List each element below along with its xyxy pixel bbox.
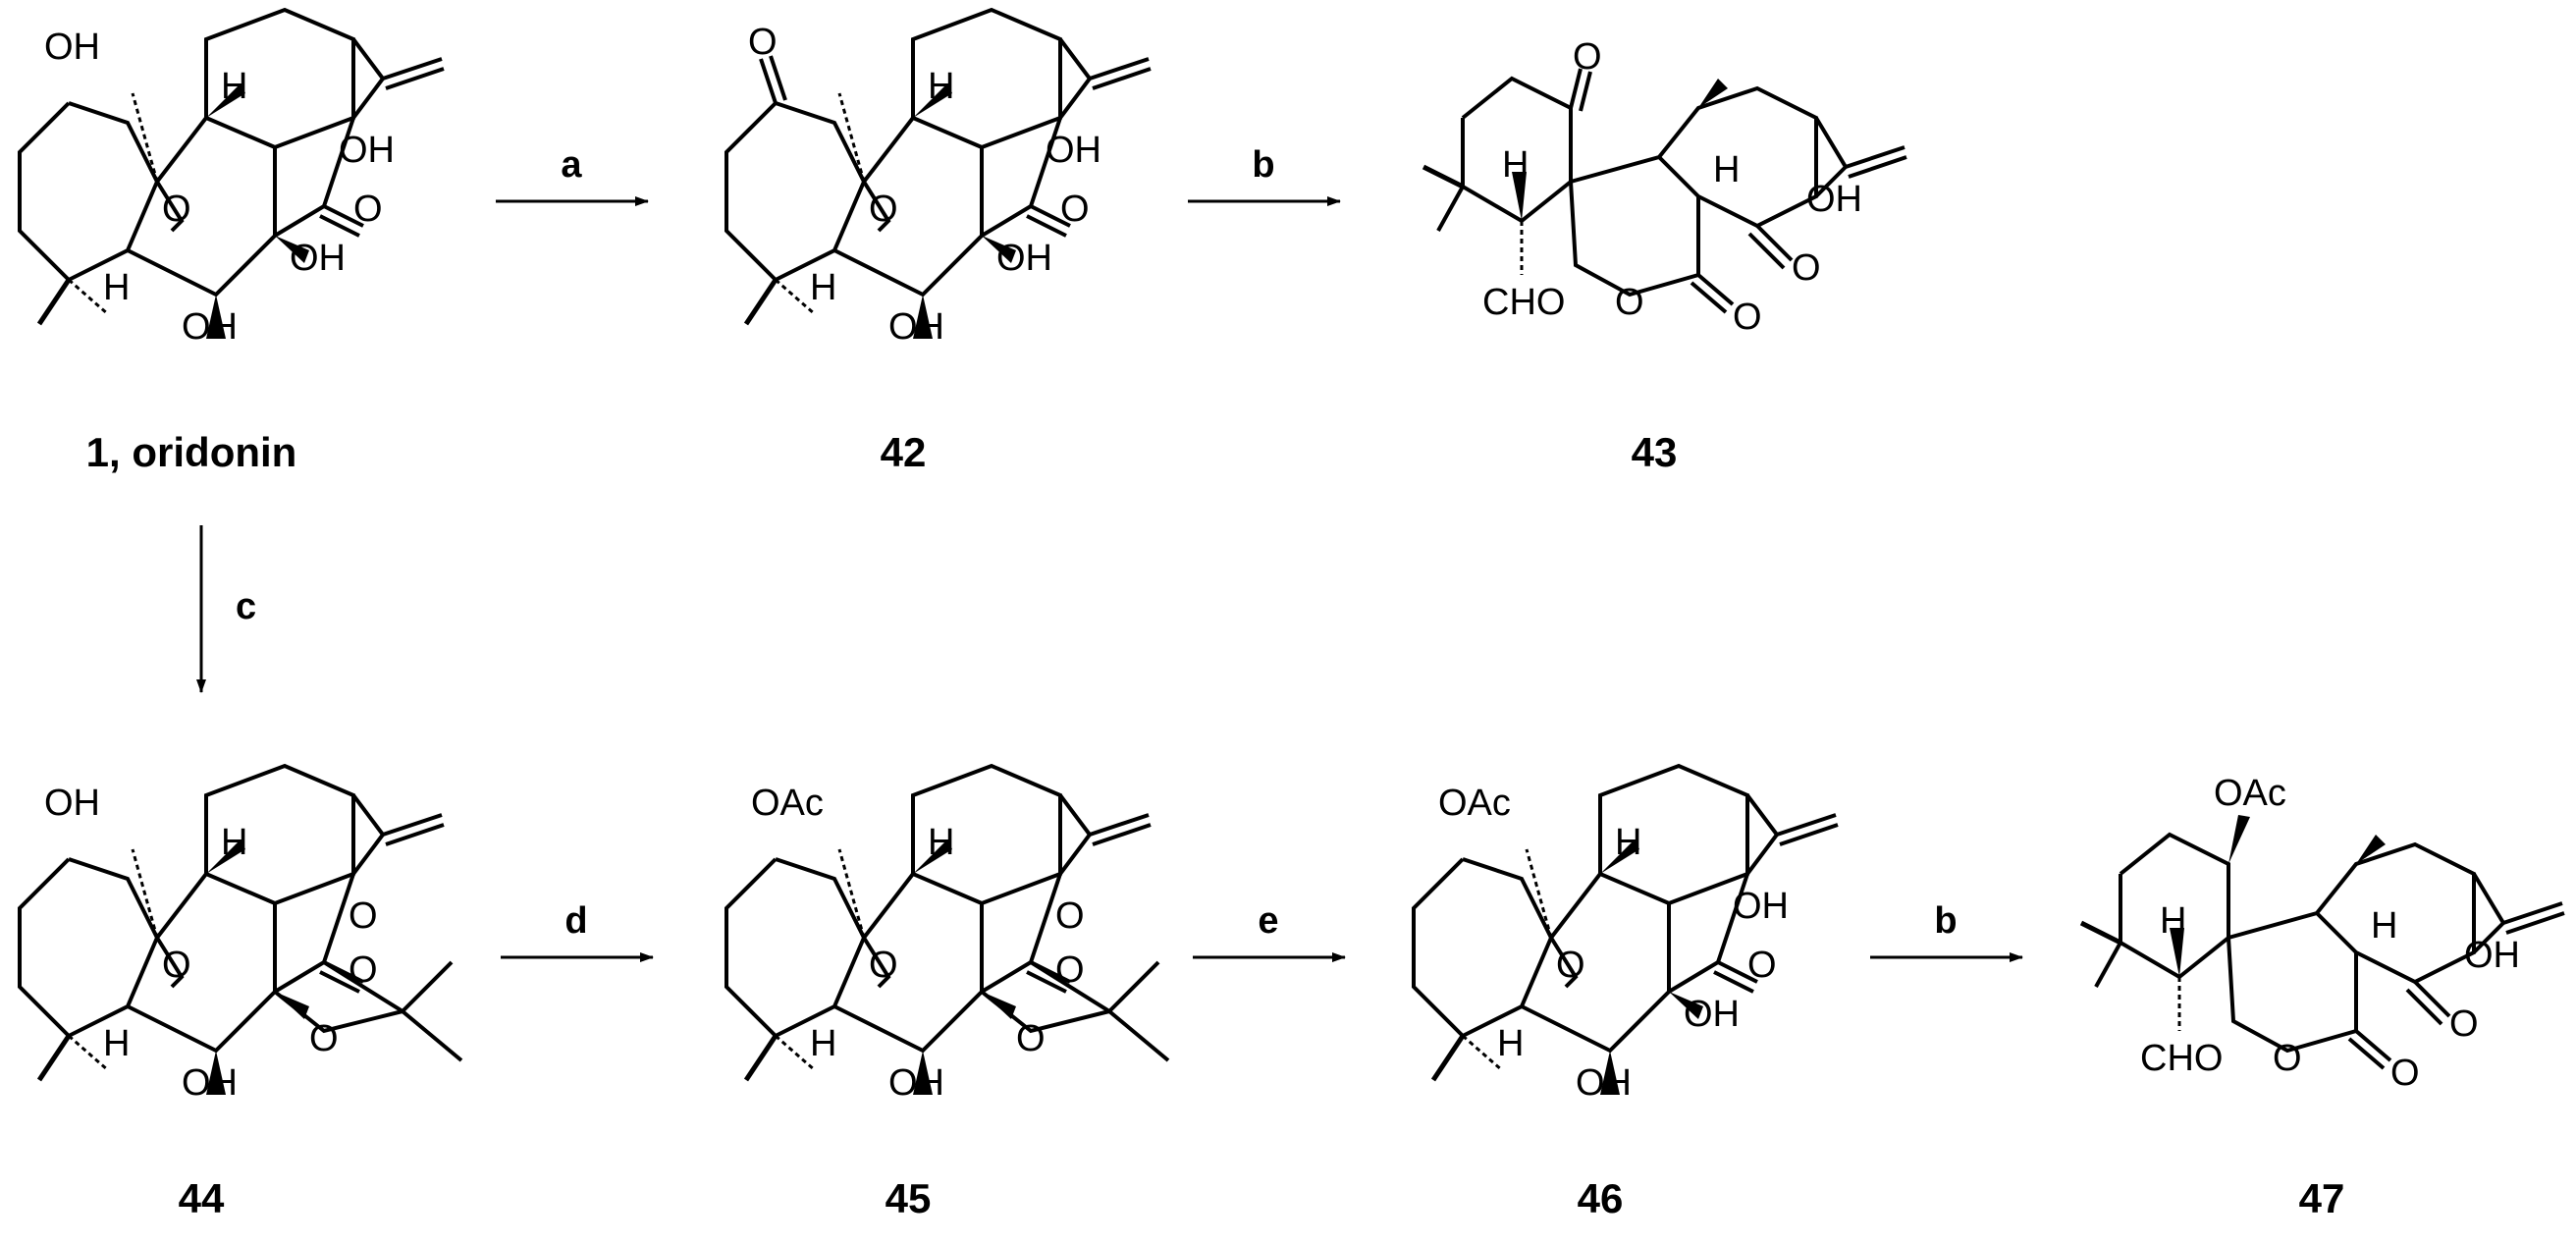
atom-oh: OH (2464, 935, 2520, 976)
atom-h: H (1615, 822, 1641, 863)
structure-43: O H H OH O CHO O O (1423, 36, 1906, 338)
structure-45: OAc H O O O O OH H (726, 766, 1170, 1104)
atom-o: O (353, 189, 383, 230)
atom-o: O (1016, 1018, 1046, 1059)
structure-46: OAc H OH O O OH OH H (1414, 766, 1838, 1104)
atom-o: O (1055, 949, 1085, 991)
atom-h: H (103, 267, 130, 308)
atom-oac: OAc (751, 783, 824, 824)
atom-o: O (162, 189, 191, 230)
atom-o: O (2449, 1003, 2479, 1045)
structure-47: OAc H H OH O CHO O O (2081, 773, 2564, 1094)
atom-oh: OH (339, 130, 395, 171)
atom-o: O (1615, 282, 1644, 323)
atom-h: H (1502, 144, 1529, 186)
atom-oh: OH (1576, 1062, 1632, 1104)
compound-label-42: 42 (881, 429, 927, 475)
atom-cho: CHO (1482, 282, 1565, 323)
atom-oh: OH (182, 1062, 238, 1104)
atom-oac: OAc (2214, 773, 2286, 814)
atom-o: O (309, 1018, 339, 1059)
atom-h: H (1497, 1023, 1524, 1064)
atom-oh: OH (888, 1062, 944, 1104)
structure-44: OH H O O O O OH H (20, 766, 463, 1104)
atom-h: H (103, 1023, 130, 1064)
reagent-b: b (1252, 144, 1274, 186)
atom-h: H (810, 267, 836, 308)
atom-o: O (748, 22, 778, 63)
atom-o: O (2273, 1038, 2302, 1079)
atom-o: O (162, 945, 191, 986)
compound-label-44: 44 (179, 1175, 225, 1221)
reagent-a: a (561, 144, 582, 186)
reagent-e: e (1258, 900, 1278, 942)
atom-oh: OH (182, 306, 238, 348)
atom-oh: OH (290, 238, 346, 279)
atom-o: O (869, 189, 898, 230)
atom-oh: OH (1733, 886, 1789, 927)
atom-o: O (349, 895, 378, 937)
atom-o: O (1055, 895, 1085, 937)
compound-label-45: 45 (886, 1175, 932, 1221)
atom-o: O (349, 949, 378, 991)
atom-o: O (1573, 36, 1602, 78)
reagent-b: b (1934, 900, 1957, 942)
atom-cho: CHO (2140, 1038, 2223, 1079)
atom-oac: OAc (1438, 783, 1511, 824)
reaction-arrow-c: c (196, 525, 256, 693)
atom-h: H (810, 1023, 836, 1064)
atom-h: H (1713, 149, 1740, 190)
atom-h: H (2160, 900, 2186, 942)
atom-h: H (2371, 905, 2397, 947)
atom-oh: OH (44, 27, 100, 68)
atom-o: O (2390, 1053, 2420, 1094)
structure-42: O H OH O O OH OH H (726, 10, 1151, 348)
atom-oh: OH (996, 238, 1052, 279)
atom-o: O (1792, 247, 1821, 289)
structure-oridonin: OH H OH O O OH OH H (20, 10, 444, 348)
atom-o: O (1556, 945, 1585, 986)
atom-h: H (928, 66, 954, 107)
reaction-arrow-b-second: b (1870, 900, 2023, 962)
compound-label-46: 46 (1578, 1175, 1624, 1221)
atom-oh: OH (1046, 130, 1101, 171)
atom-o: O (1733, 297, 1762, 338)
atom-o: O (1060, 189, 1090, 230)
atom-oh: OH (1806, 179, 1862, 220)
reagent-d: d (564, 900, 587, 942)
compound-label-43: 43 (1632, 429, 1678, 475)
reaction-arrow-b: b (1188, 144, 1341, 206)
reaction-arrow-d: d (501, 900, 654, 962)
atom-oh: OH (1684, 994, 1740, 1035)
atom-oh: OH (44, 783, 100, 824)
atom-o: O (869, 945, 898, 986)
reagent-c: c (236, 586, 256, 627)
atom-o: O (1747, 945, 1777, 986)
atom-h: H (221, 66, 247, 107)
atom-h: H (221, 822, 247, 863)
atom-oh: OH (888, 306, 944, 348)
compound-label-1: 1, oridonin (86, 429, 297, 475)
reaction-arrow-e: e (1193, 900, 1346, 962)
reaction-arrow-a: a (496, 144, 649, 206)
compound-label-47: 47 (2299, 1175, 2345, 1221)
atom-h: H (928, 822, 954, 863)
